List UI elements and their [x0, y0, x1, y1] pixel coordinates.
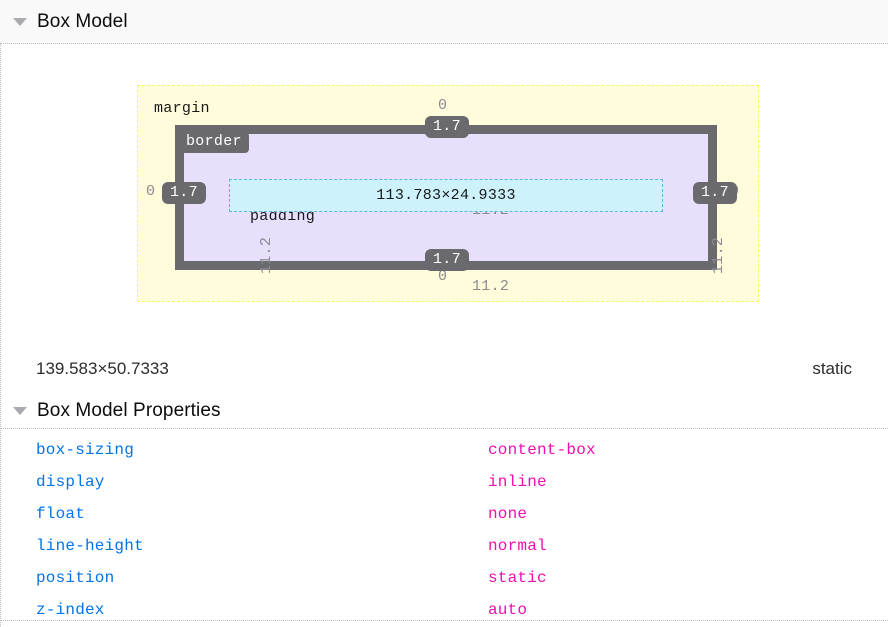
margin-left-value: 0: [146, 183, 156, 200]
property-name: z-index: [36, 601, 105, 619]
border-region-label: border: [179, 132, 249, 153]
content-size-label: 113.783×24.9333: [376, 187, 516, 204]
property-value: normal: [488, 537, 547, 555]
box-model-section-header[interactable]: Box Model: [0, 0, 888, 44]
padding-left-value: 11.2: [258, 236, 275, 274]
property-value: none: [488, 505, 528, 523]
property-name: line-height: [36, 537, 144, 555]
content-region[interactable]: 113.783×24.9333: [229, 179, 663, 212]
element-position-label: static: [812, 359, 852, 378]
padding-region-label: padding: [250, 208, 316, 225]
table-row[interactable]: box-sizing content-box: [0, 434, 888, 466]
box-model-summary: 139.583×50.7333 static: [0, 345, 888, 393]
border-top-value: 1.7: [425, 116, 469, 138]
box-model-properties-header[interactable]: Box Model Properties: [0, 393, 888, 429]
property-value: static: [488, 569, 547, 587]
property-value: auto: [488, 601, 528, 619]
properties-list: box-sizing content-box display inline fl…: [0, 429, 888, 626]
property-value: inline: [488, 473, 547, 491]
table-row[interactable]: line-height normal: [0, 530, 888, 562]
table-row[interactable]: position static: [0, 562, 888, 594]
table-row[interactable]: display inline: [0, 466, 888, 498]
border-right-value: 1.7: [693, 182, 737, 204]
box-model-canvas: margin 0 0 0 0 padding 11.2 11.2 11.2 11…: [137, 85, 759, 302]
margin-bottom-value: 0: [438, 268, 448, 285]
property-name: box-sizing: [36, 441, 135, 459]
panel-left-divider: [0, 44, 1, 627]
border-left-value: 1.7: [162, 182, 206, 204]
page-title: Box Model: [37, 10, 128, 32]
margin-region[interactable]: margin 0 0 0 0 padding 11.2 11.2 11.2 11…: [137, 85, 759, 302]
margin-region-label: margin: [154, 100, 210, 117]
expand-triangle-icon[interactable]: [13, 406, 27, 415]
border-bottom-value: 1.7: [425, 249, 469, 271]
padding-bottom-value: 11.2: [472, 278, 510, 295]
properties-section-title: Box Model Properties: [37, 399, 221, 421]
table-row[interactable]: z-index auto: [0, 594, 888, 626]
padding-right-value: 11.2: [710, 236, 727, 274]
collapse-triangle-icon[interactable]: [13, 17, 27, 26]
property-value: content-box: [488, 441, 596, 459]
panel-bottom-divider: [0, 620, 888, 621]
property-name: display: [36, 473, 105, 491]
margin-top-value: 0: [438, 97, 448, 114]
table-row[interactable]: float none: [0, 498, 888, 530]
padding-region[interactable]: padding 11.2 11.2 11.2 11.2 113.783×24.9…: [184, 134, 727, 295]
property-name: float: [36, 505, 86, 523]
box-model-diagram: margin 0 0 0 0 padding 11.2 11.2 11.2 11…: [0, 44, 888, 345]
property-name: position: [36, 569, 115, 587]
element-size-label: 139.583×50.7333: [36, 359, 169, 378]
